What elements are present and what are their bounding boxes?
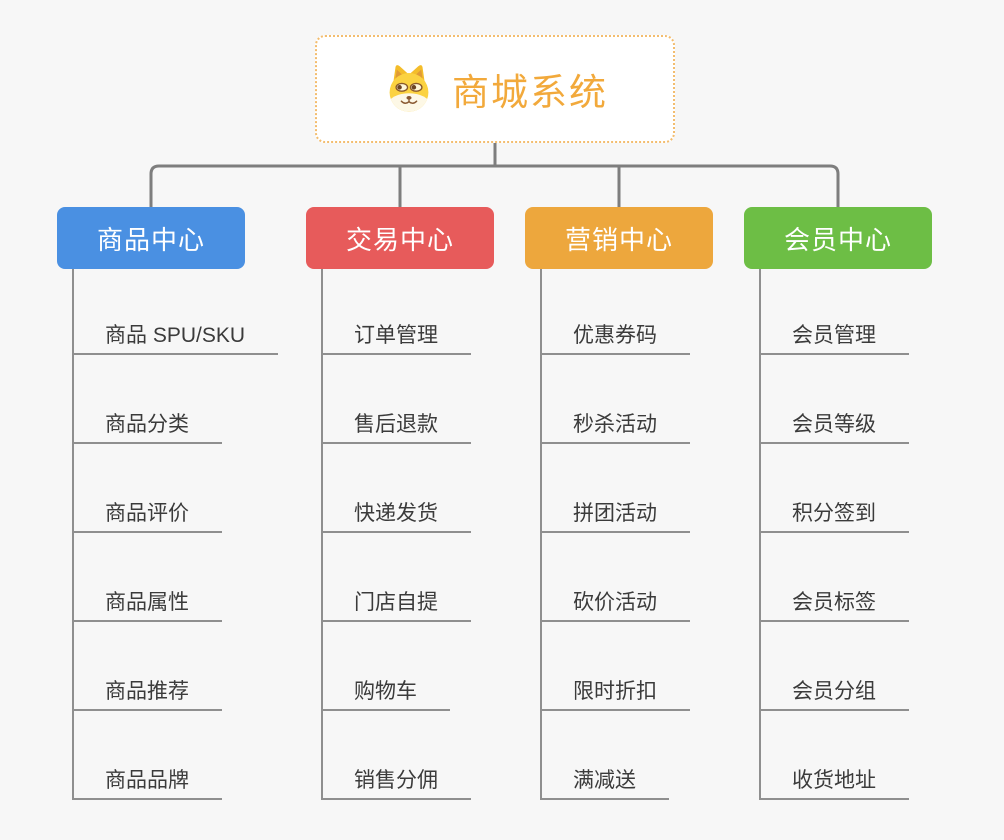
leaf-item[interactable]: 商品推荐 [72,663,222,711]
leaf-item[interactable]: 售后退款 [321,396,471,444]
leaf-item-label: 快递发货 [354,501,438,525]
branch-box[interactable]: 商品中心 [57,207,245,269]
leaf-item-label: 满减送 [573,768,636,792]
leaf-item-label: 商品 SPU/SKU [105,323,246,347]
branch-box[interactable]: 营销中心 [525,207,713,269]
leaf-item[interactable]: 快递发货 [321,485,471,533]
leaf-item-label: 限时折扣 [573,679,657,703]
branch-spine-line [759,269,761,800]
leaf-item-label: 砍价活动 [573,590,657,614]
leaf-item[interactable]: 商品评价 [72,485,222,533]
branch-box[interactable]: 会员中心 [744,207,932,269]
branch-bracket-line [149,164,840,207]
leaf-item-label: 商品分类 [105,412,189,436]
branch-box[interactable]: 交易中心 [306,207,494,269]
branch-spine-line [72,269,74,800]
leaf-item-label: 订单管理 [354,323,438,347]
leaf-item[interactable]: 订单管理 [321,307,471,355]
leaf-item-label: 商品品牌 [105,768,189,792]
leaf-item-label: 商品推荐 [105,679,189,703]
leaf-item[interactable]: 会员分组 [759,663,909,711]
leaf-item[interactable]: 商品属性 [72,574,222,622]
leaf-item-label: 会员管理 [792,323,876,347]
leaf-item[interactable]: 商品 SPU/SKU [72,307,279,355]
leaf-item[interactable]: 收货地址 [759,752,909,800]
leaf-item[interactable]: 积分签到 [759,485,909,533]
leaf-item[interactable]: 销售分佣 [321,752,471,800]
leaf-item[interactable]: 购物车 [321,663,450,711]
leaf-item[interactable]: 拼团活动 [540,485,690,533]
leaf-item[interactable]: 会员管理 [759,307,909,355]
leaf-item[interactable]: 限时折扣 [540,663,690,711]
leaf-item[interactable]: 门店自提 [321,574,471,622]
doge-icon [389,65,429,112]
leaf-item-label: 积分签到 [792,501,876,525]
leaf-item-label: 秒杀活动 [573,412,657,436]
leaf-item-label: 购物车 [354,679,417,703]
leaf-item-label: 售后退款 [354,412,438,436]
leaf-item-label: 会员标签 [792,590,876,614]
leaf-item-label: 销售分佣 [354,768,438,792]
branch-spine-line [321,269,323,800]
leaf-item[interactable]: 商品分类 [72,396,222,444]
leaf-item-label: 会员等级 [792,412,876,436]
leaf-item[interactable]: 秒杀活动 [540,396,690,444]
leaf-item[interactable]: 会员等级 [759,396,909,444]
leaf-item-label: 商品属性 [105,590,189,614]
leaf-item-label: 收货地址 [792,768,876,792]
leaf-item-label: 会员分组 [792,679,876,703]
leaf-item[interactable]: 会员标签 [759,574,909,622]
leaf-item-label: 优惠券码 [573,323,657,347]
leaf-item[interactable]: 优惠券码 [540,307,690,355]
leaf-item[interactable]: 砍价活动 [540,574,690,622]
root-title: 商城系统 [452,72,608,113]
root-node[interactable]: 商城系统 [315,35,675,143]
leaf-item-label: 拼团活动 [573,501,657,525]
leaf-item-label: 商品评价 [105,501,189,525]
leaf-item-label: 门店自提 [354,590,438,614]
leaf-item[interactable]: 商品品牌 [72,752,222,800]
branch-spine-line [540,269,542,800]
leaf-item[interactable]: 满减送 [540,752,669,800]
